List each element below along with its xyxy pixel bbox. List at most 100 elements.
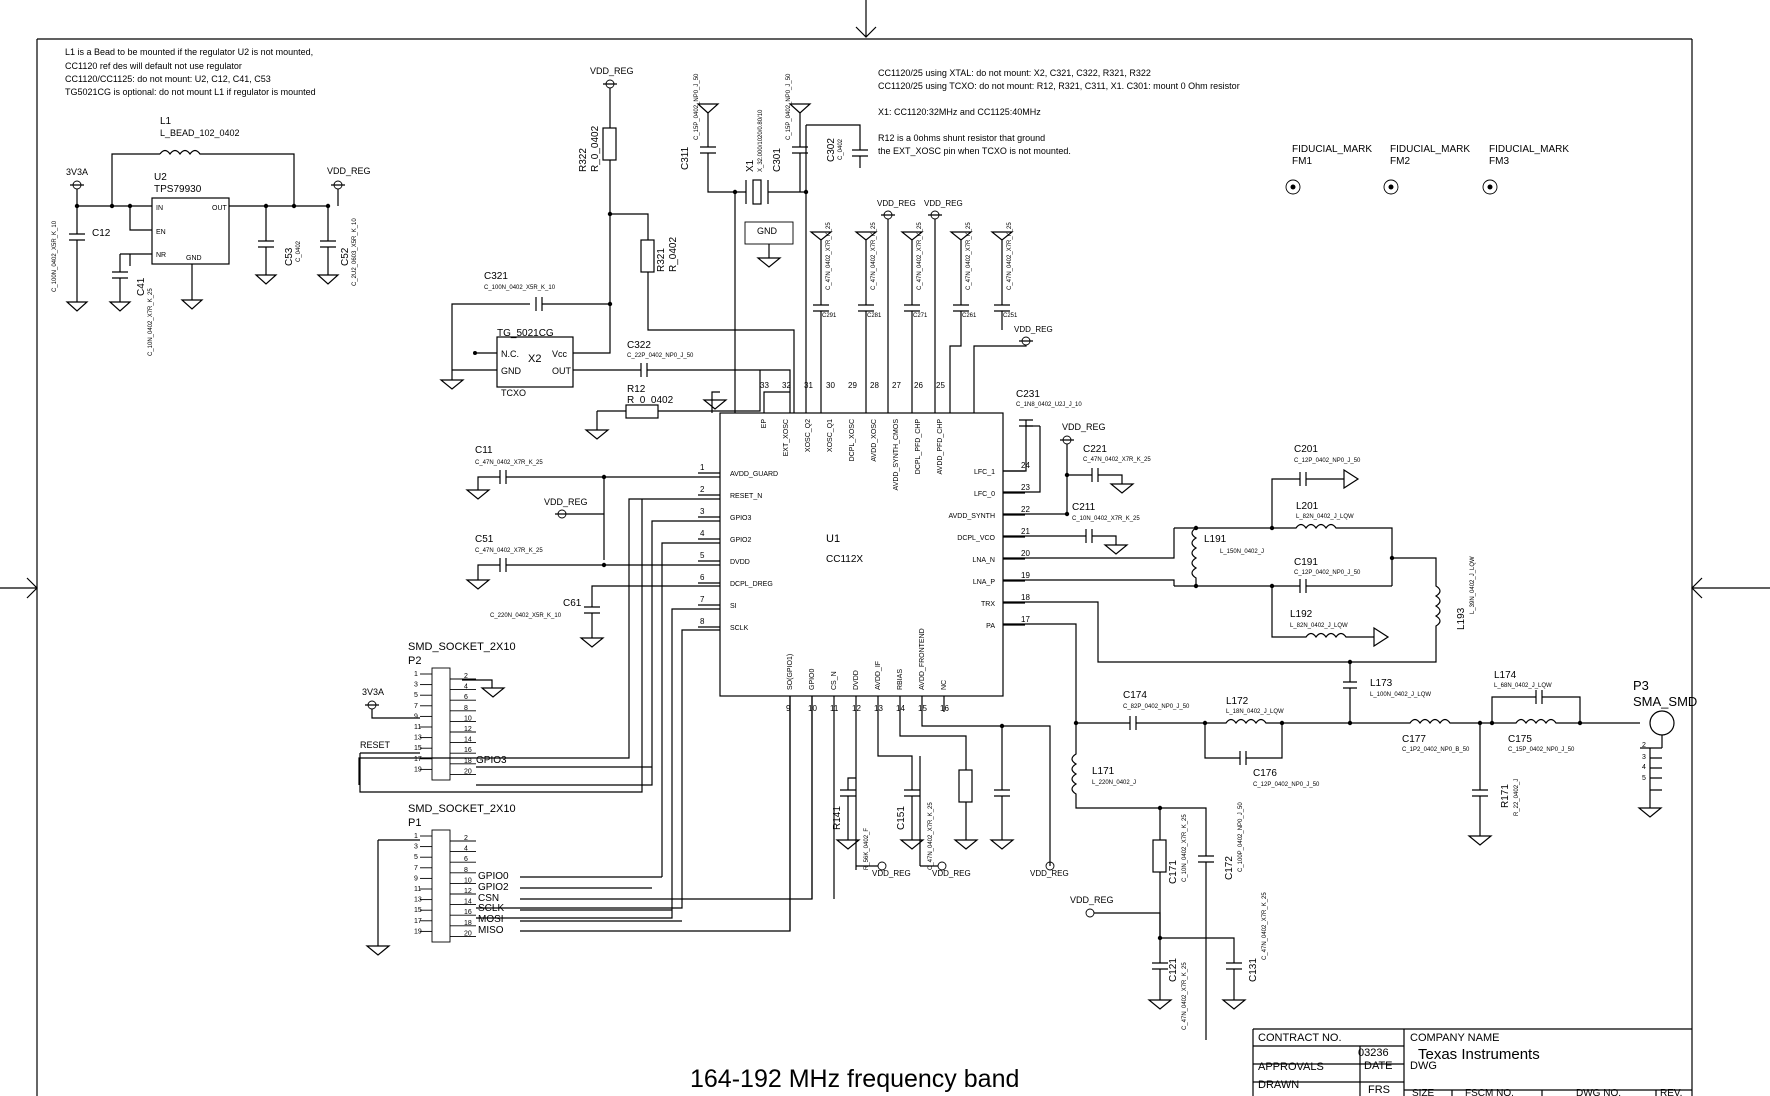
l174-ref: C175 [1508, 734, 1532, 745]
net-vdd-reg: VDD_REG [1070, 895, 1114, 905]
pin-number: 20 [464, 930, 472, 937]
pin-number: 23 [1021, 483, 1030, 492]
l1-value: L_BEAD_102_0402 [160, 128, 240, 138]
pin-number: 16 [940, 704, 949, 713]
c191-ref: C191 [1294, 557, 1318, 568]
net-3v3a: 3V3A [362, 687, 384, 697]
pin-name: DVDD [730, 559, 750, 566]
pin-number: 8 [700, 617, 705, 626]
pin-name: AVDD_XOSC [871, 419, 878, 462]
u2-value: TPS79930 [154, 184, 202, 195]
fiducial-ref: FM1 [1292, 156, 1312, 167]
pin-name: TRX [981, 601, 995, 608]
pin-name: RESET_N [730, 493, 762, 500]
note-line: CC1120/25 using TCXO: do not mount: R12,… [878, 81, 1240, 91]
c261-value: C_47N_0402_X7R_K_25 [966, 222, 972, 290]
pin-number: 4 [464, 846, 468, 853]
pin-number: 19 [1021, 571, 1030, 580]
company-name: Texas Instruments [1418, 1046, 1540, 1063]
pin-name: LFC_1 [974, 469, 995, 476]
c176-value: C_12P_0402_NP0_J_50 [1253, 782, 1320, 788]
pin-name: DCPL_VCO [957, 535, 995, 542]
c61-ref: C61 [563, 598, 582, 609]
pin-name: RBIAS [897, 669, 904, 690]
p2-gpio-label: GPIO3 [476, 755, 507, 766]
p3-pin-num: 3 [1642, 754, 1646, 761]
note-line: the EXT_XOSC pin when TCXO is not mounte… [878, 146, 1071, 156]
p2-type: SMD_SOCKET_2X10 [408, 641, 516, 653]
pin-name: GPIO0 [809, 668, 816, 690]
pin-name: CS_N [831, 671, 838, 690]
c121-ref: R141 [832, 806, 843, 830]
c271-value: C_47N_0402_X7R_K_25 [917, 222, 923, 290]
pin-number: 6 [464, 694, 468, 701]
x1-ref: X1 [745, 159, 756, 172]
pin-number: 16 [464, 747, 472, 754]
r322-ref: R322 [578, 148, 589, 172]
c173-ref: C172 [1224, 856, 1235, 880]
pin-name: AVDD_SYNTH [948, 513, 995, 520]
l173-ref: C177 [1402, 734, 1426, 745]
pin-number: 3 [414, 844, 418, 851]
pin-number: 18 [464, 758, 472, 765]
u2-pin-en: EN [156, 229, 166, 236]
dwg-label: DWG [1410, 1060, 1437, 1072]
net-vdd-reg: VDD_REG [872, 869, 911, 878]
p3-pin-num: 4 [1642, 764, 1646, 771]
drawn-by: FRS [1368, 1084, 1390, 1096]
dwg-no-label: DWG NO. [1576, 1088, 1621, 1096]
l172-ref: L172 [1226, 696, 1249, 707]
pin-number: 1 [700, 463, 705, 472]
c191-value: C_12P_0402_NP0_J_50 [1294, 570, 1361, 576]
net-vdd-reg: VDD_REG [877, 199, 916, 208]
note-line: L1 is a Bead to be mounted if the regula… [65, 47, 313, 57]
pin-number: 25 [936, 381, 945, 390]
r321-value: R_0402 [668, 237, 679, 272]
rev-label: REV. [1660, 1088, 1682, 1096]
pin-number: 1 [414, 671, 418, 678]
c321-value: C_100N_0402_X5R_K_10 [484, 285, 556, 291]
c211-ref: C211 [1072, 502, 1096, 513]
l191-ref: L191 [1204, 534, 1227, 545]
pin-name: AVDD_IF [875, 661, 882, 690]
pin-number: 30 [826, 381, 835, 390]
u2-pin-in: IN [156, 205, 163, 212]
page-title: 164-192 MHz frequency band [690, 1065, 1019, 1093]
c231-value: C_1N8_0402_U2J_J_10 [1016, 402, 1082, 408]
u2-pin-gnd: GND [186, 255, 202, 262]
p1-ref: P1 [408, 817, 421, 829]
r12-value: R_0_0402 [627, 395, 674, 406]
pin-number: 20 [1021, 549, 1030, 558]
pin-name: XOSC_Q1 [827, 419, 834, 452]
p1-label-sclk: SCLK [478, 903, 504, 914]
pin-name: SO(GPIO1) [787, 654, 794, 690]
size-label: SIZE [1412, 1088, 1435, 1096]
net-vdd-reg: VDD_REG [924, 199, 963, 208]
pin-number: 5 [414, 854, 418, 861]
pin-name: LNA_N [972, 557, 995, 564]
x2-ref: X2 [528, 353, 541, 365]
pin-number: 5 [414, 692, 418, 699]
p1-labels: GPIO0 GPIO2 CSN SCLK MOSI MISO [478, 871, 509, 936]
pin-number: 10 [808, 704, 817, 713]
c181-value: L_100N_0402_J_LQW [1370, 692, 1431, 698]
pin-number: 9 [786, 704, 791, 713]
c41-value: C_10N_0402_X7R_K_25 [148, 288, 154, 356]
l191-value: L_150N_0402_J [1220, 549, 1264, 555]
pin-number: 11 [414, 724, 421, 731]
x2-pin-out: OUT [552, 366, 572, 376]
pin-number: 20 [464, 768, 472, 775]
c311-ref: C311 [680, 146, 691, 170]
c11-value: C_47N_0402_X7R_K_25 [475, 460, 543, 466]
c51-value: C_47N_0402_X7R_K_25 [475, 548, 543, 554]
pin-number: 14 [896, 704, 905, 713]
note-line: CC1120 ref des will default not use regu… [65, 61, 242, 71]
c302-ref: C302 [826, 138, 837, 162]
c261-ref: C261 [962, 313, 977, 319]
chip-left-network: C11 C_47N_0402_X7R_K_25 VDD_REG C51 C_47… [358, 445, 720, 919]
pin-number: 6 [700, 573, 705, 582]
p3-pin-num: 5 [1642, 775, 1646, 782]
fscm-label: FSCM NO. [1465, 1088, 1514, 1096]
